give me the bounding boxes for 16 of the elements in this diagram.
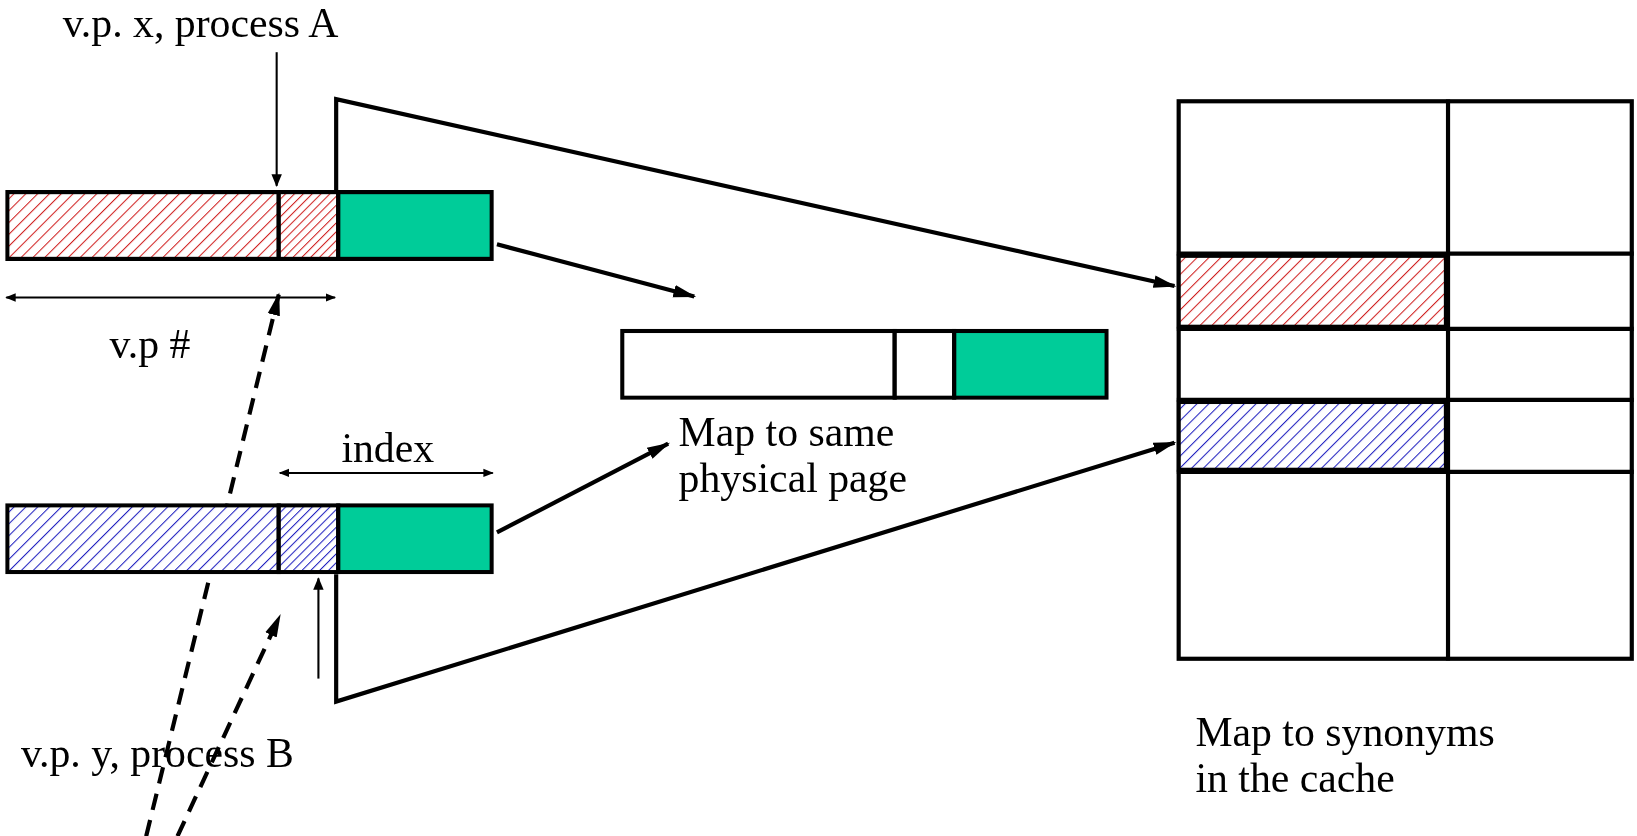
address-bar	[5, 503, 494, 575]
process-label: v.p. y, process B	[20, 730, 294, 777]
arrow	[495, 441, 670, 535]
dimension-label: v.p #	[109, 321, 191, 368]
address-bar	[5, 190, 494, 261]
physical-address-bar	[620, 328, 1109, 400]
arrow	[271, 52, 282, 187]
arrow	[334, 96, 1177, 289]
process-label: v.p. x, process A	[62, 0, 339, 46]
arrow	[334, 440, 1177, 705]
arrow	[496, 242, 697, 299]
cache-table	[1176, 99, 1634, 661]
note-text: Map to same physical page	[678, 409, 909, 502]
arrow	[313, 577, 324, 679]
dimension-label: index	[341, 425, 435, 472]
note-text: Map to synonyms in the cache	[1195, 709, 1496, 802]
